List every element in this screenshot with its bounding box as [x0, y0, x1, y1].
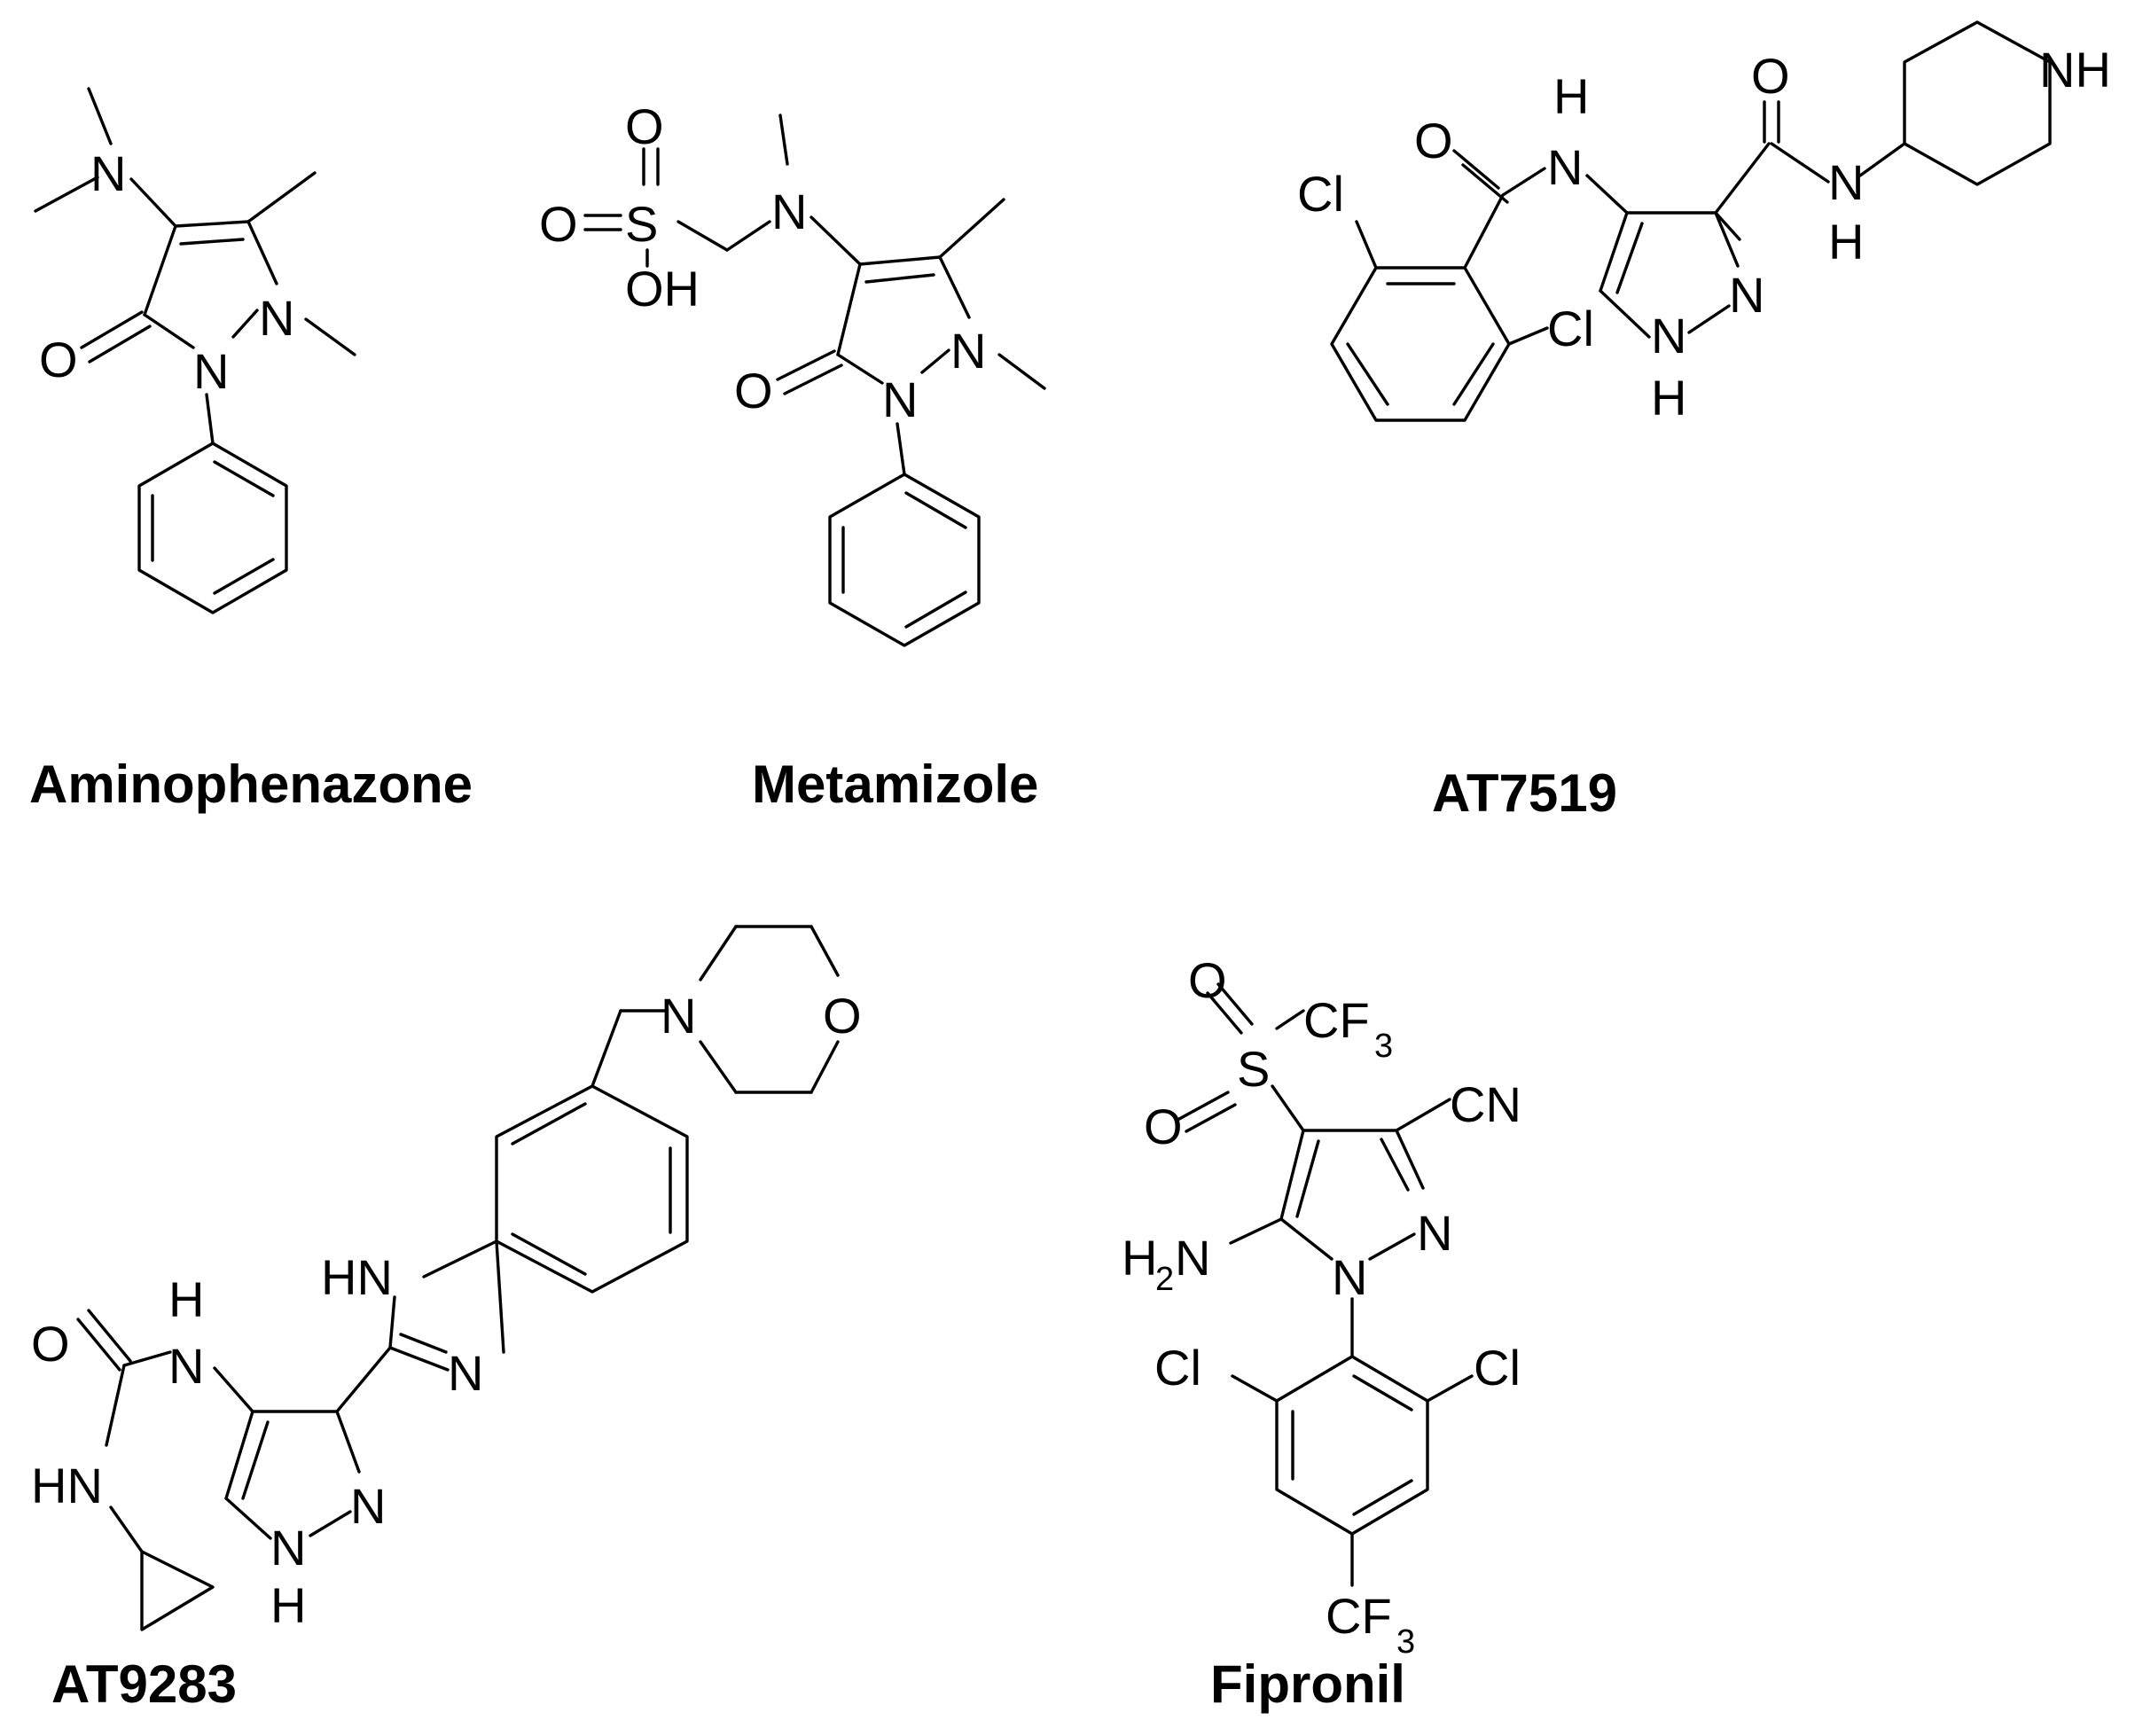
atom-label-oh: OH	[625, 261, 700, 317]
compound-name-metamizole: Metamizole	[752, 755, 1038, 814]
atom-label-h: H	[1651, 370, 1686, 426]
structure-aminophenazone: N N N O Aminophenazone	[29, 87, 473, 814]
atom-label-n: N	[1828, 154, 1864, 210]
atom-label-o: O	[31, 1316, 70, 1372]
atom-label-h: H	[270, 1577, 306, 1633]
atom-label-n: N	[193, 343, 229, 399]
atom-label-cf: CF	[1326, 1588, 1392, 1644]
compound-name-aminophenazone: Aminophenazone	[29, 755, 473, 814]
atom-label-n: N	[950, 323, 986, 379]
atom-label-cn: CN	[1450, 1076, 1521, 1132]
atom-label-cl: Cl	[1474, 1340, 1521, 1396]
atom-label-o: O	[1144, 1099, 1183, 1154]
atom-label-n: N	[270, 1520, 306, 1576]
atom-label-o: O	[625, 98, 664, 154]
compound-name-at9283: AT9283	[51, 1654, 237, 1714]
atom-label-o: O	[39, 332, 78, 387]
atom-subscript-3: 3	[1374, 1028, 1393, 1065]
atom-label-h: H	[1553, 68, 1589, 124]
atom-label-o: O	[1188, 952, 1227, 1008]
atom-label-n: N	[259, 290, 294, 346]
atom-label-hn: HN	[31, 1458, 103, 1513]
structure-at9283: O H N HN N N H HN N N O AT9283	[31, 925, 862, 1714]
atom-label-hn: HN	[321, 1249, 393, 1305]
atom-label-o: O	[1751, 48, 1790, 104]
atom-subscript-2: 2	[1155, 1261, 1174, 1298]
atom-label-n: N	[1175, 1230, 1210, 1286]
atom-label-n: N	[90, 145, 126, 201]
compound-name-fipronil: Fipronil	[1210, 1654, 1405, 1714]
atom-label-n: N	[448, 1345, 483, 1401]
atom-label-n: N	[1417, 1205, 1452, 1261]
atom-label-o: O	[823, 988, 862, 1044]
atom-label-n: N	[1651, 308, 1686, 364]
atom-subscript-3: 3	[1396, 1623, 1415, 1661]
atom-label-o: O	[539, 196, 578, 252]
atom-label-o: O	[1414, 113, 1453, 168]
atom-label-h: H	[1828, 214, 1864, 270]
atom-label-s: S	[1237, 1041, 1270, 1097]
atom-label-n: N	[882, 371, 918, 427]
atom-label-n: N	[661, 988, 696, 1044]
atom-label-cf: CF	[1303, 992, 1370, 1048]
atom-label-cl: Cl	[1297, 166, 1344, 222]
atom-label-n: N	[1547, 139, 1583, 195]
atom-label-n: N	[1729, 267, 1764, 323]
atom-label-n: N	[168, 1338, 204, 1394]
compound-name-at7519: AT7519	[1432, 763, 1617, 823]
structure-fipronil: O O S CF 3 CN N N H 2 N Cl Cl CF 3 Fipro…	[1122, 952, 1521, 1714]
atom-label-nh: NH	[2039, 42, 2111, 98]
atom-label-s: S	[625, 196, 658, 252]
atom-label-cl: Cl	[1547, 301, 1594, 356]
structure-metamizole: O O S OH N N N O Metamizole	[539, 98, 1046, 814]
atom-label-n: N	[350, 1478, 386, 1534]
atom-label-h: H	[168, 1271, 204, 1327]
atom-label-cl: Cl	[1154, 1340, 1201, 1396]
atom-label-o: O	[734, 363, 773, 418]
structure-at7519: Cl Cl O H N N N H O N H NH AT7519	[1297, 20, 2111, 823]
atom-label-n: N	[771, 184, 807, 239]
atom-label-n: N	[1332, 1249, 1367, 1305]
atom-label-h: H	[1122, 1230, 1157, 1286]
